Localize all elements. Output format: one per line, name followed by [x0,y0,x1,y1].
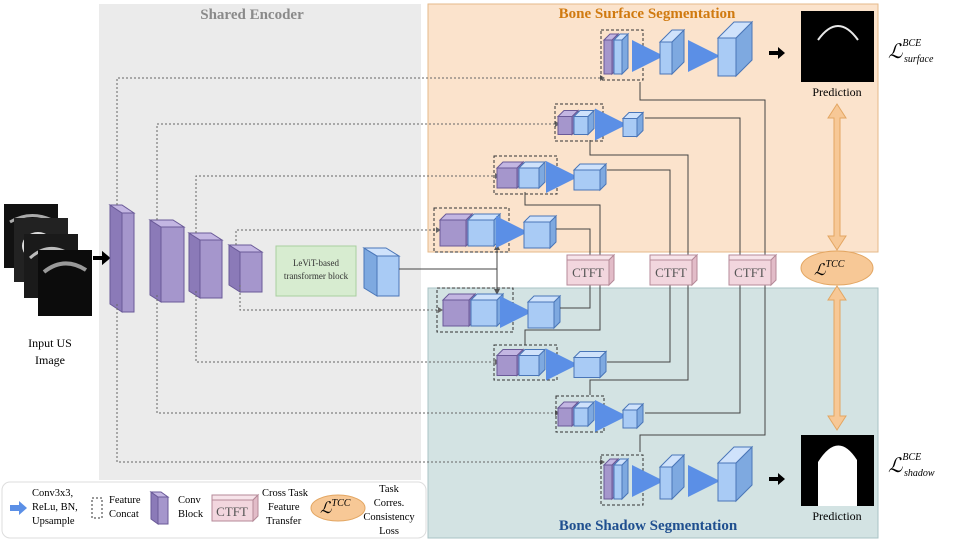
encoder-title: Shared Encoder [200,7,304,23]
ctft-block-3: CTFT [728,253,778,287]
surface-stage-1-output-block-2 [716,20,754,78]
shadow-stage-1-blue-block [612,457,630,501]
ctft-block-1: CTFT [566,253,616,287]
legend-tcc-line1: Task [379,484,399,495]
surface-stage-4-blue-block [466,212,502,248]
shadow-loss-label: ℒBCE shadow [888,452,935,479]
shadow-stage-4-purple-block [441,292,477,328]
surface-stage-4-output-block [522,214,558,250]
input-image-stack [4,204,92,316]
encoder-block-1 [108,204,136,313]
transformer-line1: LeViT-based [293,258,340,268]
ctft-label-2: CTFT [655,265,687,280]
surface-stage-2-blue-block [572,109,596,136]
input-label-line2: Image [35,353,65,367]
legend-tcc-symbol: ℒTCC [320,498,351,517]
shadow-prediction-label: Prediction [812,509,861,523]
ctft-block-2: CTFT [649,253,699,287]
surface-loss-main: ℒ [888,41,903,63]
surface-stage-1-output-block-1 [658,28,686,76]
legend: Conv3x3, ReLu, BN, Upsample Feature Conc… [1,481,427,539]
legend-concat-icon [91,497,103,519]
surface-stage-3-blue-block [517,160,547,190]
shadow-loss-sup: BCE [902,452,921,463]
legend-tcc-line3: Consistency [363,512,415,523]
legend-tcc-line2: Corres. [374,498,405,509]
tcc-loss-main: ℒ [814,262,826,279]
legend-concat-line2: Concat [109,509,139,520]
encoder-region [99,4,421,480]
shadow-stage-4-blue-block [469,292,505,328]
surface-stage-2-output-block [621,111,645,138]
legend-concat-line1: Feature [109,495,141,506]
ctft-label-1: CTFT [572,265,604,280]
shadow-title: Bone Shadow Segmentation [559,518,738,534]
encoder-block-4 [227,244,264,293]
legend-ctft-box-label: CTFT [216,504,248,519]
shadow-stage-1-output-block-2 [716,445,754,503]
input-label-line1: Input US [28,336,72,350]
surface-prediction-image [801,11,874,82]
decoder-blocks [433,20,754,506]
shadow-stage-2-output-block [621,402,645,430]
shadow-stage-1-output-block-1 [658,453,686,501]
legend-tcc-sup: TCC [332,498,351,509]
shadow-stage-4-output-block [526,294,562,330]
legend-block-line2: Block [178,509,204,520]
legend-conv-line1: Conv3x3, [32,488,73,499]
legend-tcc-main: ℒ [320,500,332,517]
skip-connections [116,77,600,463]
legend-ctft-line1: Cross Task [262,488,309,499]
shadow-prediction-image [801,435,874,506]
ctft-label-3: CTFT [734,265,766,280]
legend-ctft-icon: CTFT [211,493,260,523]
surface-loss-sub: surface [904,54,934,65]
legend-conv-block-icon [149,491,170,525]
surface-stage-4-purple-block [438,212,474,248]
encoder-block-2 [148,219,186,303]
surface-stage-3-output-block [572,162,608,192]
shadow-loss-sub: shadow [904,468,935,479]
tcc-loss-ellipse [800,250,874,286]
legend-tcc-icon [310,494,366,522]
surface-title: Bone Surface Segmentation [559,6,736,22]
shadow-stage-3-blue-block [517,348,547,377]
surface-stage-1-blue-block [612,32,630,76]
legend-tcc-line4: Loss [379,526,399,537]
tcc-arrow-top [827,103,847,251]
shadow-loss-main: ℒ [888,455,903,477]
surface-prediction-label: Prediction [812,85,861,99]
input-arrow [93,250,111,266]
tcc-loss-sup: TCC [826,259,845,270]
shadow-stage-3-output-block [572,350,608,379]
surface-loss-label: ℒBCE surface [888,38,934,65]
legend-conv-arrow-icon [10,501,27,515]
surface-loss-sup: BCE [902,38,921,49]
surface-output-arrow [769,47,785,59]
tcc-loss-label: ℒTCC [814,259,845,279]
shadow-stage-2-blue-block [572,400,596,428]
bottleneck-block [362,247,401,297]
encoder-block-3 [187,232,224,299]
legend-ctft-line2: Feature [268,502,300,513]
legend-conv-line3: Upsample [32,516,75,527]
legend-conv-line2: ReLu, BN, [32,502,78,513]
decoder-connections [524,82,766,452]
legend-block-line1: Conv [178,495,202,506]
tcc-arrow-bottom [827,285,847,431]
transformer-line2: transformer block [284,271,349,281]
legend-ctft-line3: Transfer [266,516,302,527]
shadow-output-arrow [769,473,785,485]
transformer-block [275,245,357,297]
